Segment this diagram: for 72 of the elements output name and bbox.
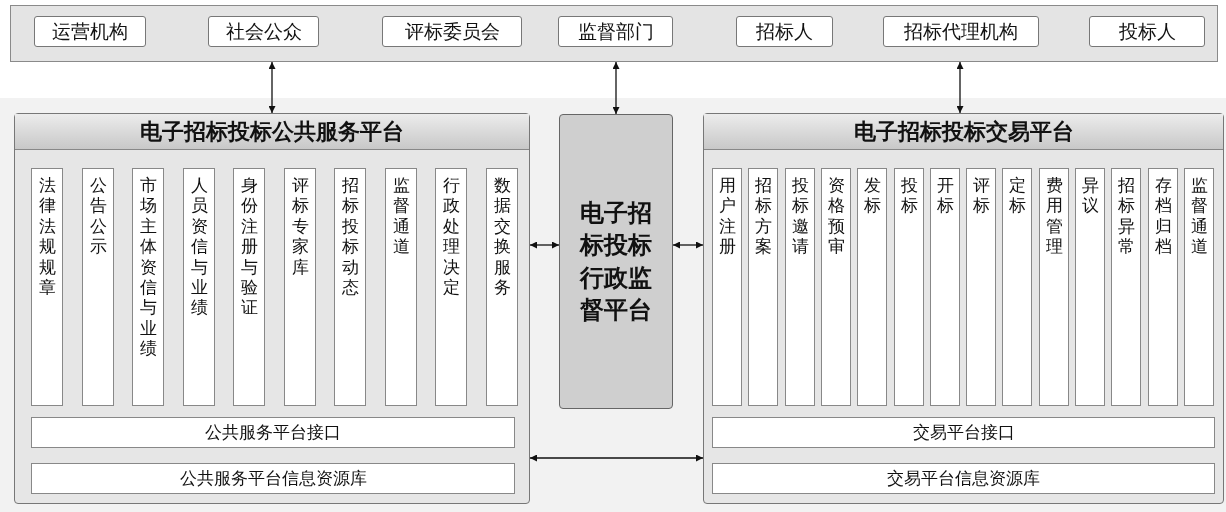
function-label: 数据交换服务 bbox=[493, 175, 511, 299]
stakeholder-label: 投标人 bbox=[1089, 16, 1205, 47]
double-arrow bbox=[268, 61, 276, 114]
function-column bbox=[1002, 168, 1032, 406]
function-column bbox=[966, 168, 996, 406]
supervision-platform-box: 电子招标投标行政监督平台 bbox=[559, 114, 673, 409]
function-label: 用户注册 bbox=[718, 175, 736, 259]
platform-panel bbox=[14, 113, 530, 504]
function-column bbox=[486, 168, 518, 406]
function-label: 定标 bbox=[1008, 175, 1026, 218]
function-label: 异议 bbox=[1081, 175, 1099, 218]
function-column bbox=[233, 168, 265, 406]
function-column bbox=[712, 168, 742, 406]
function-column bbox=[1148, 168, 1178, 406]
function-label: 投标邀请 bbox=[791, 175, 809, 259]
double-arrow bbox=[612, 61, 620, 115]
function-label: 资格预审 bbox=[827, 175, 845, 259]
function-column bbox=[31, 168, 63, 406]
stakeholder-label: 监督部门 bbox=[558, 16, 673, 47]
stakeholder-label: 招标代理机构 bbox=[883, 16, 1039, 47]
function-label: 身份注册与验证 bbox=[240, 175, 258, 320]
function-label: 投标 bbox=[900, 175, 918, 218]
function-column bbox=[385, 168, 417, 406]
double-arrow bbox=[529, 454, 704, 462]
function-label: 行政处理决定 bbox=[442, 175, 460, 299]
function-label: 法律法规规章 bbox=[38, 175, 56, 299]
interface-bar: 交易平台信息资源库 bbox=[712, 463, 1215, 494]
stakeholder-bar bbox=[10, 5, 1218, 62]
function-column bbox=[857, 168, 887, 406]
function-column bbox=[930, 168, 960, 406]
function-label: 存档归档 bbox=[1154, 175, 1172, 259]
function-column bbox=[334, 168, 366, 406]
function-column bbox=[785, 168, 815, 406]
platform-title: 电子招标投标交易平台 bbox=[704, 114, 1223, 150]
function-column bbox=[132, 168, 164, 406]
function-label: 招标投标动态 bbox=[341, 175, 359, 299]
platform-panel bbox=[703, 113, 1224, 504]
function-label: 招标方案 bbox=[754, 175, 772, 259]
function-column bbox=[894, 168, 924, 406]
function-label: 公告公示 bbox=[89, 175, 107, 259]
interface-bar: 公共服务平台接口 bbox=[31, 417, 515, 448]
function-label: 开标 bbox=[936, 175, 954, 218]
stakeholder-label: 社会公众 bbox=[208, 16, 319, 47]
stakeholder-label: 招标人 bbox=[736, 16, 833, 47]
function-column bbox=[821, 168, 851, 406]
function-column bbox=[435, 168, 467, 406]
function-label: 招标异常 bbox=[1117, 175, 1135, 259]
function-label: 监督通道 bbox=[1190, 175, 1208, 259]
background-panel bbox=[0, 98, 1226, 512]
function-column bbox=[1184, 168, 1214, 406]
function-column bbox=[1111, 168, 1141, 406]
function-column bbox=[1039, 168, 1069, 406]
function-label: 评标 bbox=[972, 175, 990, 218]
double-arrow bbox=[529, 241, 560, 249]
function-column bbox=[183, 168, 215, 406]
stakeholder-label: 评标委员会 bbox=[382, 16, 522, 47]
double-arrow bbox=[672, 241, 704, 249]
function-label: 人员资信与业绩 bbox=[190, 175, 208, 320]
double-arrow bbox=[956, 61, 964, 114]
function-label: 评标专家库 bbox=[291, 175, 309, 279]
function-column bbox=[82, 168, 114, 406]
platform-title: 电子招标投标公共服务平台 bbox=[15, 114, 529, 150]
function-column bbox=[284, 168, 316, 406]
interface-bar: 公共服务平台信息资源库 bbox=[31, 463, 515, 494]
function-label: 发标 bbox=[863, 175, 881, 218]
interface-bar: 交易平台接口 bbox=[712, 417, 1215, 448]
function-column bbox=[748, 168, 778, 406]
function-label: 费用管理 bbox=[1045, 175, 1063, 259]
stakeholder-label: 运营机构 bbox=[34, 16, 146, 47]
function-column bbox=[1075, 168, 1105, 406]
function-label: 市场主体资信与业绩 bbox=[139, 175, 157, 361]
function-label: 监督通道 bbox=[392, 175, 410, 259]
